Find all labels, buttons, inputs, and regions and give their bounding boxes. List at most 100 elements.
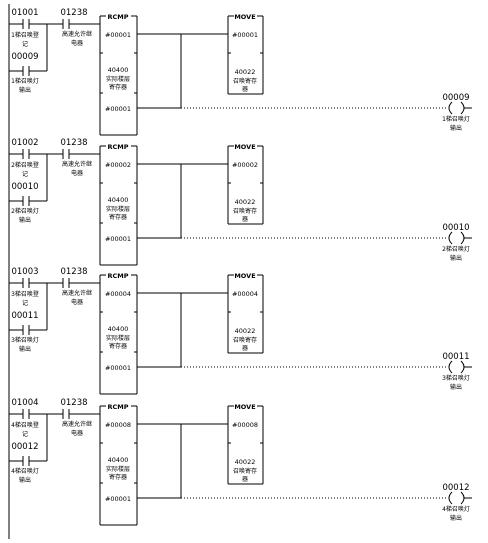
contact-label: 1梯召唤登 [11,31,39,39]
contact-address: 01002 [11,138,38,148]
rcmp-result: #00001 [105,235,131,243]
move-title: MOVE [234,272,255,280]
coil-label: 3梯召唤灯 [442,374,470,382]
rcmp-register-label: 实际楼层 [106,465,130,473]
rung-1: 010011梯召唤登记01238高速允许继电器000091梯召唤灯输出RCMP#… [9,8,472,136]
contact-01003 [22,278,30,288]
contact-01004 [22,409,30,419]
coil-address: 00012 [442,483,469,493]
contact-00010 [22,196,30,206]
rcmp-register-label: 寄存器 [109,473,127,481]
move-dest-label: 器 [242,345,248,352]
contact-01002 [22,149,30,159]
rcmp-title: RCMP [107,143,128,151]
move-dest: 40022 [235,68,256,76]
rcmp-title: RCMP [107,272,128,280]
contact-label: 1梯召唤灯 [11,77,39,85]
contact-label: 4梯召唤登 [11,421,39,429]
contact-label: 记 [22,41,28,48]
rcmp-register-label: 实际楼层 [106,205,130,213]
contact-label: 2梯召唤灯 [11,207,39,215]
rcmp-source: #00004 [105,290,131,298]
rcmp-register: 40400 [108,456,129,464]
contact-address: 00012 [11,442,38,452]
contact-01001 [22,19,30,29]
move-source: #00001 [232,31,258,39]
coil-arc-right [460,360,465,374]
coil-label: 输出 [450,124,462,132]
rung-4: 010044梯召唤登记01238高速允许继电器000124梯召唤灯输出RCMP#… [9,398,472,526]
coil-label: 4梯召唤灯 [442,505,470,513]
coil-arc-left [448,491,453,505]
coil-00009 [448,101,472,115]
move-dest-label: 召唤寄存 [233,336,257,344]
contact-label: 电器 [71,429,83,437]
rcmp-result: #00001 [105,105,131,113]
rcmp-register: 40400 [108,325,129,333]
rcmp-source: #00001 [105,31,131,39]
coil-address: 00009 [442,93,469,103]
rung-2: 010022梯召唤登记01238高速允许继电器000102梯召唤灯输出RCMP#… [9,138,472,266]
rcmp-result: #00001 [105,495,131,503]
contact-label: 电器 [71,169,83,177]
coil-address: 00010 [442,223,469,233]
move-dest: 40022 [235,458,256,466]
move-dest-label: 器 [242,216,248,223]
contact-label: 电器 [71,39,83,47]
move-dest-label: 召唤寄存 [233,207,257,215]
contact-label: 4梯召唤灯 [11,467,39,475]
contact-address: 00011 [11,311,38,321]
rcmp-register: 40400 [108,66,129,74]
move-dest: 40022 [235,327,256,335]
coil-arc-left [448,231,453,245]
contact-label: 3梯召唤登 [11,290,39,298]
rcmp-register: 40400 [108,196,129,204]
move-dest-label: 器 [242,86,248,93]
contact-label: 输出 [19,345,31,353]
coil-address: 00011 [442,352,469,362]
rcmp-title: RCMP [107,13,128,21]
contact-01238 [62,19,70,29]
rcmp-result: #00001 [105,364,131,372]
contact-address: 01238 [60,8,87,18]
coil-arc-left [448,360,453,374]
coil-arc-right [460,101,465,115]
contact-label: 输出 [19,476,31,484]
contact-00009 [22,66,30,76]
rcmp-title: RCMP [107,403,128,411]
contact-label: 电器 [71,298,83,306]
contact-label: 高速允许继 [62,420,92,428]
rcmp-register-label: 实际楼层 [106,75,130,83]
rcmp-register-label: 寄存器 [109,83,127,91]
contact-label: 高速允许继 [62,289,92,297]
move-title: MOVE [234,13,255,21]
contact-01238 [62,278,70,288]
contact-label: 输出 [19,86,31,94]
contact-address: 00009 [11,52,38,62]
coil-arc-right [460,231,465,245]
move-dest-label: 召唤寄存 [233,77,257,85]
contact-00012 [22,456,30,466]
rcmp-register-label: 寄存器 [109,213,127,221]
contact-address: 01003 [11,267,38,277]
move-dest: 40022 [235,198,256,206]
contact-address: 01004 [11,398,38,408]
coil-arc-right [460,491,465,505]
move-dest-label: 召唤寄存 [233,467,257,475]
rcmp-register-label: 实际楼层 [106,334,130,342]
contact-01238 [62,149,70,159]
coil-label: 输出 [450,514,462,522]
contact-label: 高速允许继 [62,160,92,168]
contact-01238 [62,409,70,419]
rung-3: 010033梯召唤登记01238高速允许继电器000113梯召唤灯输出RCMP#… [9,267,472,395]
rcmp-source: #00002 [105,161,131,169]
coil-label: 2梯召唤灯 [442,245,470,253]
